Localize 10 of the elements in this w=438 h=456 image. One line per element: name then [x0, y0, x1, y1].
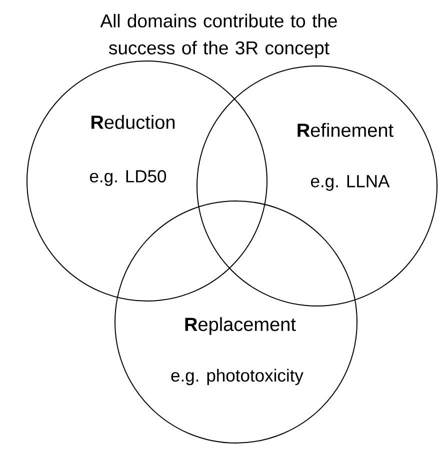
circle-text: e.g. LLNA [311, 175, 390, 191]
title: All domains contribute to the success of the 3R concept [100, 14, 337, 58]
venn-circle [114, 200, 358, 444]
circle-text: e.g. phototoxicity [171, 368, 304, 386]
circle-heading: Reduction [92, 115, 175, 129]
venn-circle [26, 60, 268, 302]
circle-text: e.g. LD50 [90, 170, 166, 186]
circle-heading: Refinement [298, 123, 394, 137]
venn-circle [196, 66, 438, 306]
circle-heading: Replacement [185, 317, 296, 335]
